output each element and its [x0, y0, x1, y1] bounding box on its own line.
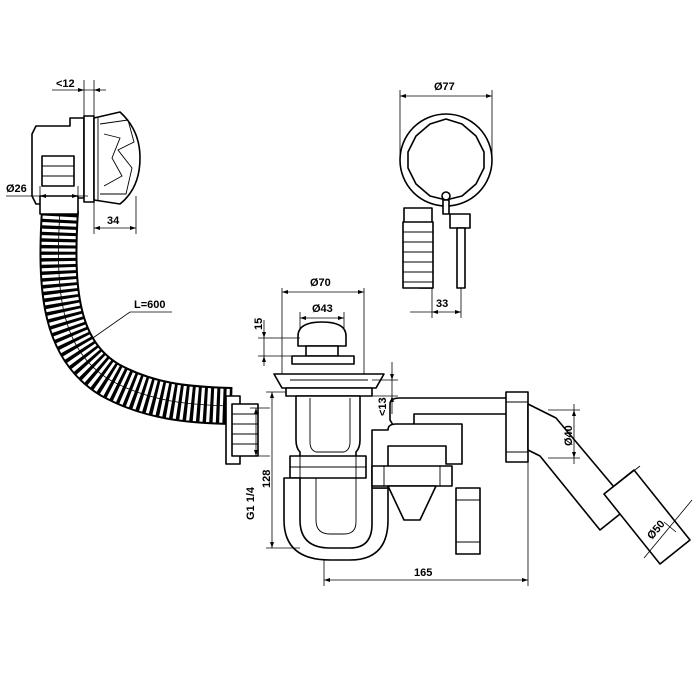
- label-flange-dia: Ø70: [310, 277, 331, 289]
- dimension-lines: [6, 80, 693, 586]
- label-plug-dia: Ø43: [312, 303, 333, 315]
- label-cap-stem-offset: 33: [436, 298, 448, 310]
- dimension-labels: <12 Ø26 34 L=600 Ø77 33 Ø70 Ø43 15 <13 G…: [6, 78, 668, 579]
- label-overflow-width: 34: [107, 215, 120, 227]
- label-outlet-inner-dia: Ø40: [563, 425, 575, 446]
- label-overflow-depth: <12: [56, 78, 75, 90]
- label-hose-length: L=600: [134, 299, 166, 311]
- corrugated-hose-icon: [39, 208, 233, 425]
- label-plug-height: 15: [253, 318, 265, 330]
- bottle-trap-icon: [283, 395, 389, 561]
- drain-plug-icon: [273, 321, 385, 397]
- overflow-fitting-icon: [31, 111, 141, 205]
- label-thread: G1 1/4: [245, 486, 257, 520]
- label-outlet-length: 165: [414, 567, 432, 579]
- label-overflow-tube-dia: Ø26: [6, 183, 27, 195]
- label-flange-thickness: <13: [377, 397, 389, 416]
- label-cap-dia: Ø77: [434, 81, 455, 93]
- hose-nut: [225, 395, 259, 465]
- overflow-cap-icon: [399, 113, 493, 289]
- outlet-pipe-icon: [371, 391, 691, 565]
- label-trap-height: 128: [261, 470, 273, 488]
